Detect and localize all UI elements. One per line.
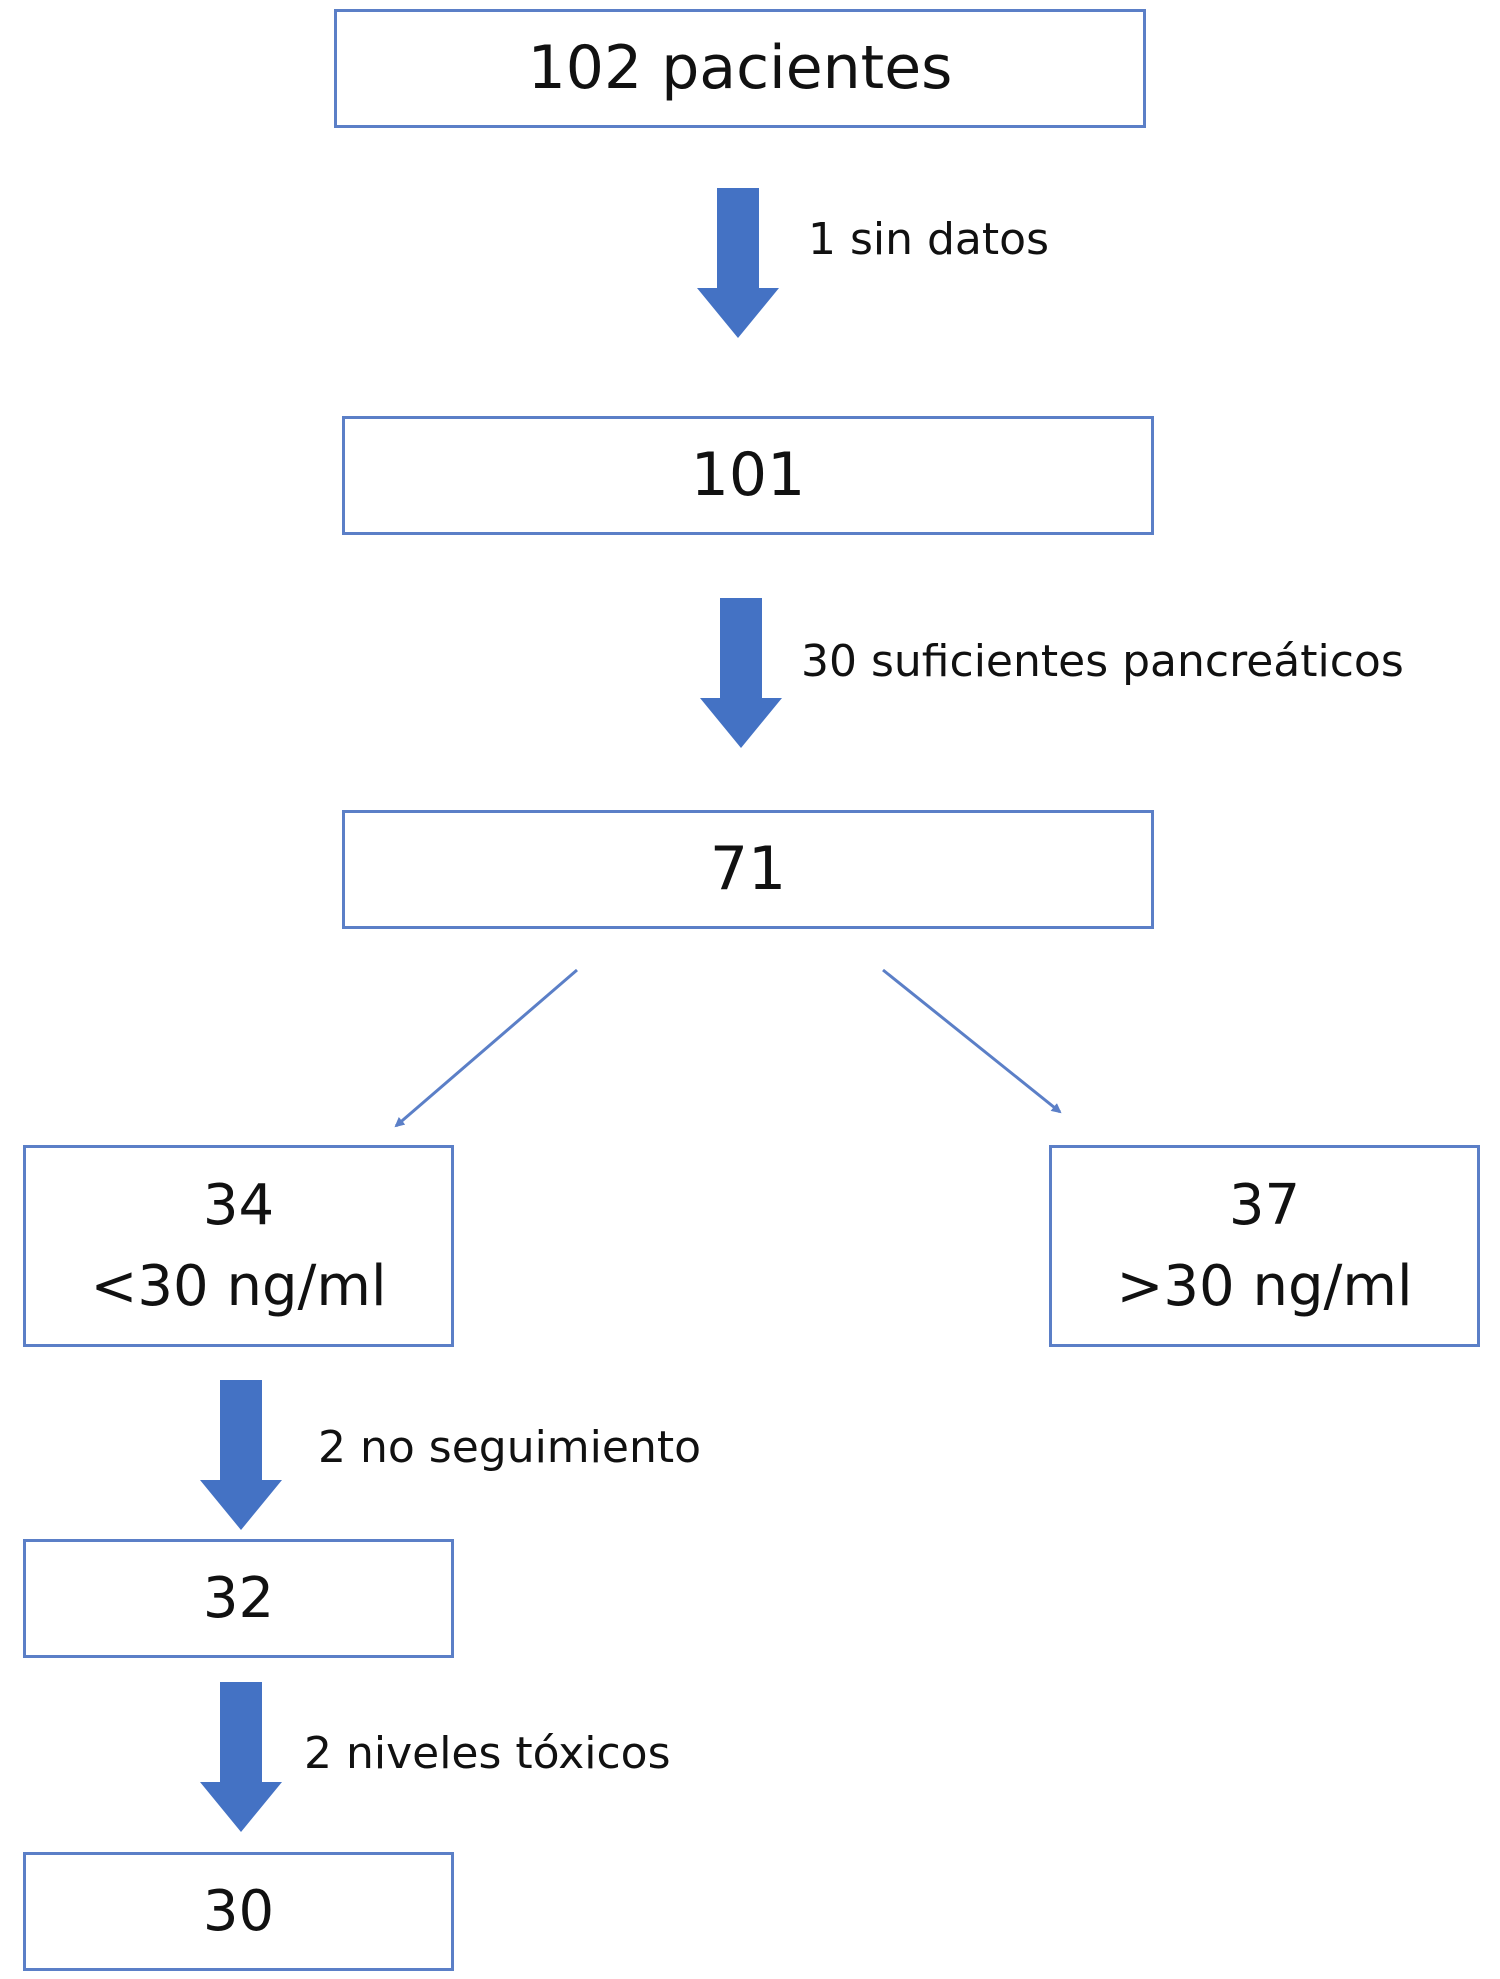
box-low-level-range: <30 ng/ml bbox=[90, 1254, 387, 1319]
step-label-no-followup: 2 no seguimiento bbox=[318, 1422, 702, 1473]
box-insufficient-text: 71 bbox=[709, 834, 787, 904]
box-total-patients: 102 pacientes bbox=[334, 9, 1146, 128]
branch-arrow-left bbox=[394, 968, 578, 1128]
box-after-missing-text: 101 bbox=[690, 440, 806, 510]
branch-arrow-right bbox=[882, 968, 1062, 1114]
step-label-sufficient: 30 suficientes pancreáticos bbox=[801, 636, 1404, 687]
step-label-missing: 1 sin datos bbox=[808, 214, 1049, 265]
step-label-toxic: 2 niveles tóxicos bbox=[304, 1728, 671, 1779]
box-high-level: 37 >30 ng/ml bbox=[1049, 1145, 1480, 1347]
down-arrow-no-followup bbox=[200, 1380, 282, 1530]
box-insufficient: 71 bbox=[342, 810, 1154, 929]
box-high-level-count: 37 bbox=[1228, 1172, 1301, 1238]
box-followed: 32 bbox=[23, 1539, 454, 1658]
box-after-missing: 101 bbox=[342, 416, 1154, 535]
down-arrow-toxic bbox=[200, 1682, 282, 1832]
down-arrow-missing bbox=[697, 188, 779, 338]
down-arrow-sufficient bbox=[700, 598, 782, 748]
box-high-level-range: >30 ng/ml bbox=[1116, 1254, 1413, 1319]
box-followed-text: 32 bbox=[202, 1565, 275, 1631]
box-low-level-count: 34 bbox=[202, 1172, 275, 1238]
box-final: 30 bbox=[23, 1852, 454, 1971]
box-low-level: 34 <30 ng/ml bbox=[23, 1145, 454, 1347]
box-total-patients-text: 102 pacientes bbox=[527, 33, 953, 103]
box-final-text: 30 bbox=[202, 1878, 275, 1944]
